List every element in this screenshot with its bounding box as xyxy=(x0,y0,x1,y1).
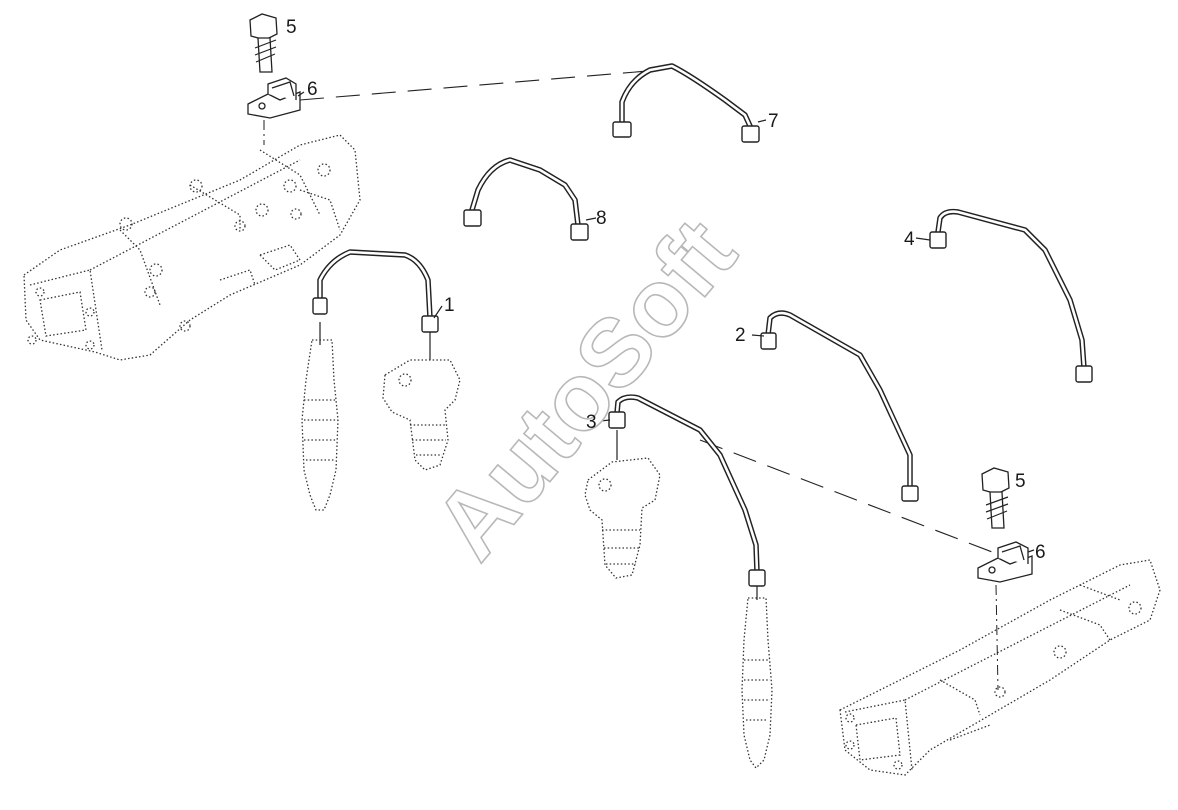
bolt-bottom-icon xyxy=(981,467,1010,529)
label-part-3: 3 xyxy=(586,412,597,433)
label-part-4: 4 xyxy=(904,229,915,250)
injector-pump-center-ghost xyxy=(584,457,661,579)
fuel-rail-right-ghost xyxy=(839,559,1161,776)
injector-left-ghost xyxy=(301,339,339,511)
clamp-bottom-icon xyxy=(977,541,1033,583)
label-part-5-bottom: 5 xyxy=(1015,471,1026,492)
leader-lines xyxy=(297,91,1035,553)
fuel-pipe-1 xyxy=(312,249,439,333)
watermark-text: AutoSoft xyxy=(414,200,756,579)
injector-right-ghost xyxy=(741,597,773,769)
label-part-6-bottom: 6 xyxy=(1035,542,1046,563)
fuel-pipe-2 xyxy=(760,310,919,502)
label-part-2: 2 xyxy=(735,325,746,346)
fuel-pipe-7 xyxy=(612,63,760,143)
label-part-6-top: 6 xyxy=(307,79,318,100)
injector-pump-left-ghost xyxy=(382,359,461,471)
label-part-7: 7 xyxy=(768,111,779,132)
label-part-8: 8 xyxy=(596,208,607,229)
fuel-pipe-3 xyxy=(608,394,766,587)
clamp-top-icon xyxy=(247,77,301,119)
label-part-1: 1 xyxy=(444,295,455,316)
bolt-top-icon xyxy=(249,13,278,73)
fuel-pipe-4 xyxy=(929,208,1093,383)
label-part-5-top: 5 xyxy=(286,17,297,38)
alignment-lines xyxy=(263,69,1001,691)
fuel-pipe-8 xyxy=(463,157,589,241)
fuel-rail-left-ghost xyxy=(23,134,361,361)
